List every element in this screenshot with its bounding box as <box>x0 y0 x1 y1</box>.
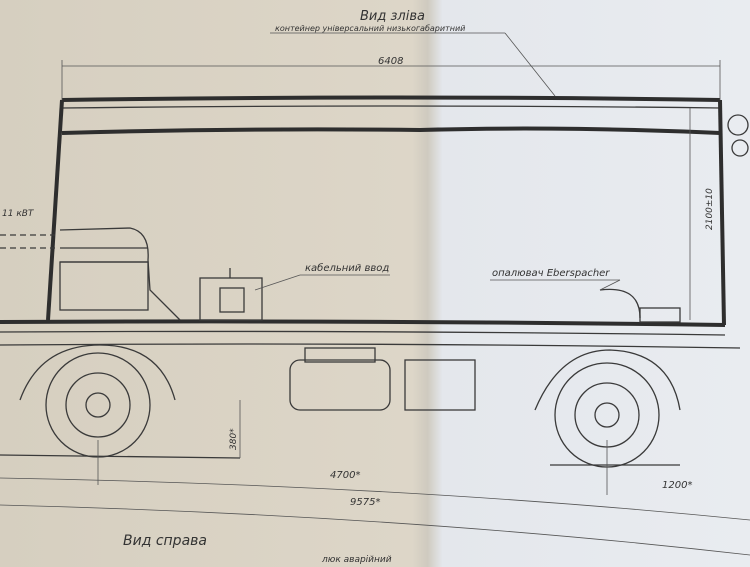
container-body <box>0 95 749 349</box>
title-right-view: Вид справа <box>123 533 207 549</box>
rear-wheel <box>534 349 681 468</box>
heater <box>490 279 681 323</box>
height-dimension: 2100±10 <box>705 188 715 230</box>
clearance-dimension: 380* <box>229 428 239 450</box>
cable-entry-label: кабельний ввод <box>305 262 389 274</box>
generator-unit <box>0 227 181 321</box>
front-wheel <box>19 344 176 458</box>
total-length-dimension: 9575* <box>350 497 380 508</box>
wheelbase-dimension: 4700* <box>330 470 360 481</box>
title-left-view: Вид зліва <box>360 9 425 24</box>
tank <box>289 347 476 411</box>
cable-entry-box <box>199 268 390 321</box>
heater-label: опалювач Eberspacher <box>492 268 610 279</box>
rear-overhang-dimension: 1200* <box>662 480 692 491</box>
length-dimension: 6408 <box>378 56 403 67</box>
hatch-label: люк аварійний <box>321 555 392 565</box>
power-label: 11 кВТ <box>2 209 35 219</box>
container-label: контейнер універсальний низькогабаритний <box>275 24 465 33</box>
